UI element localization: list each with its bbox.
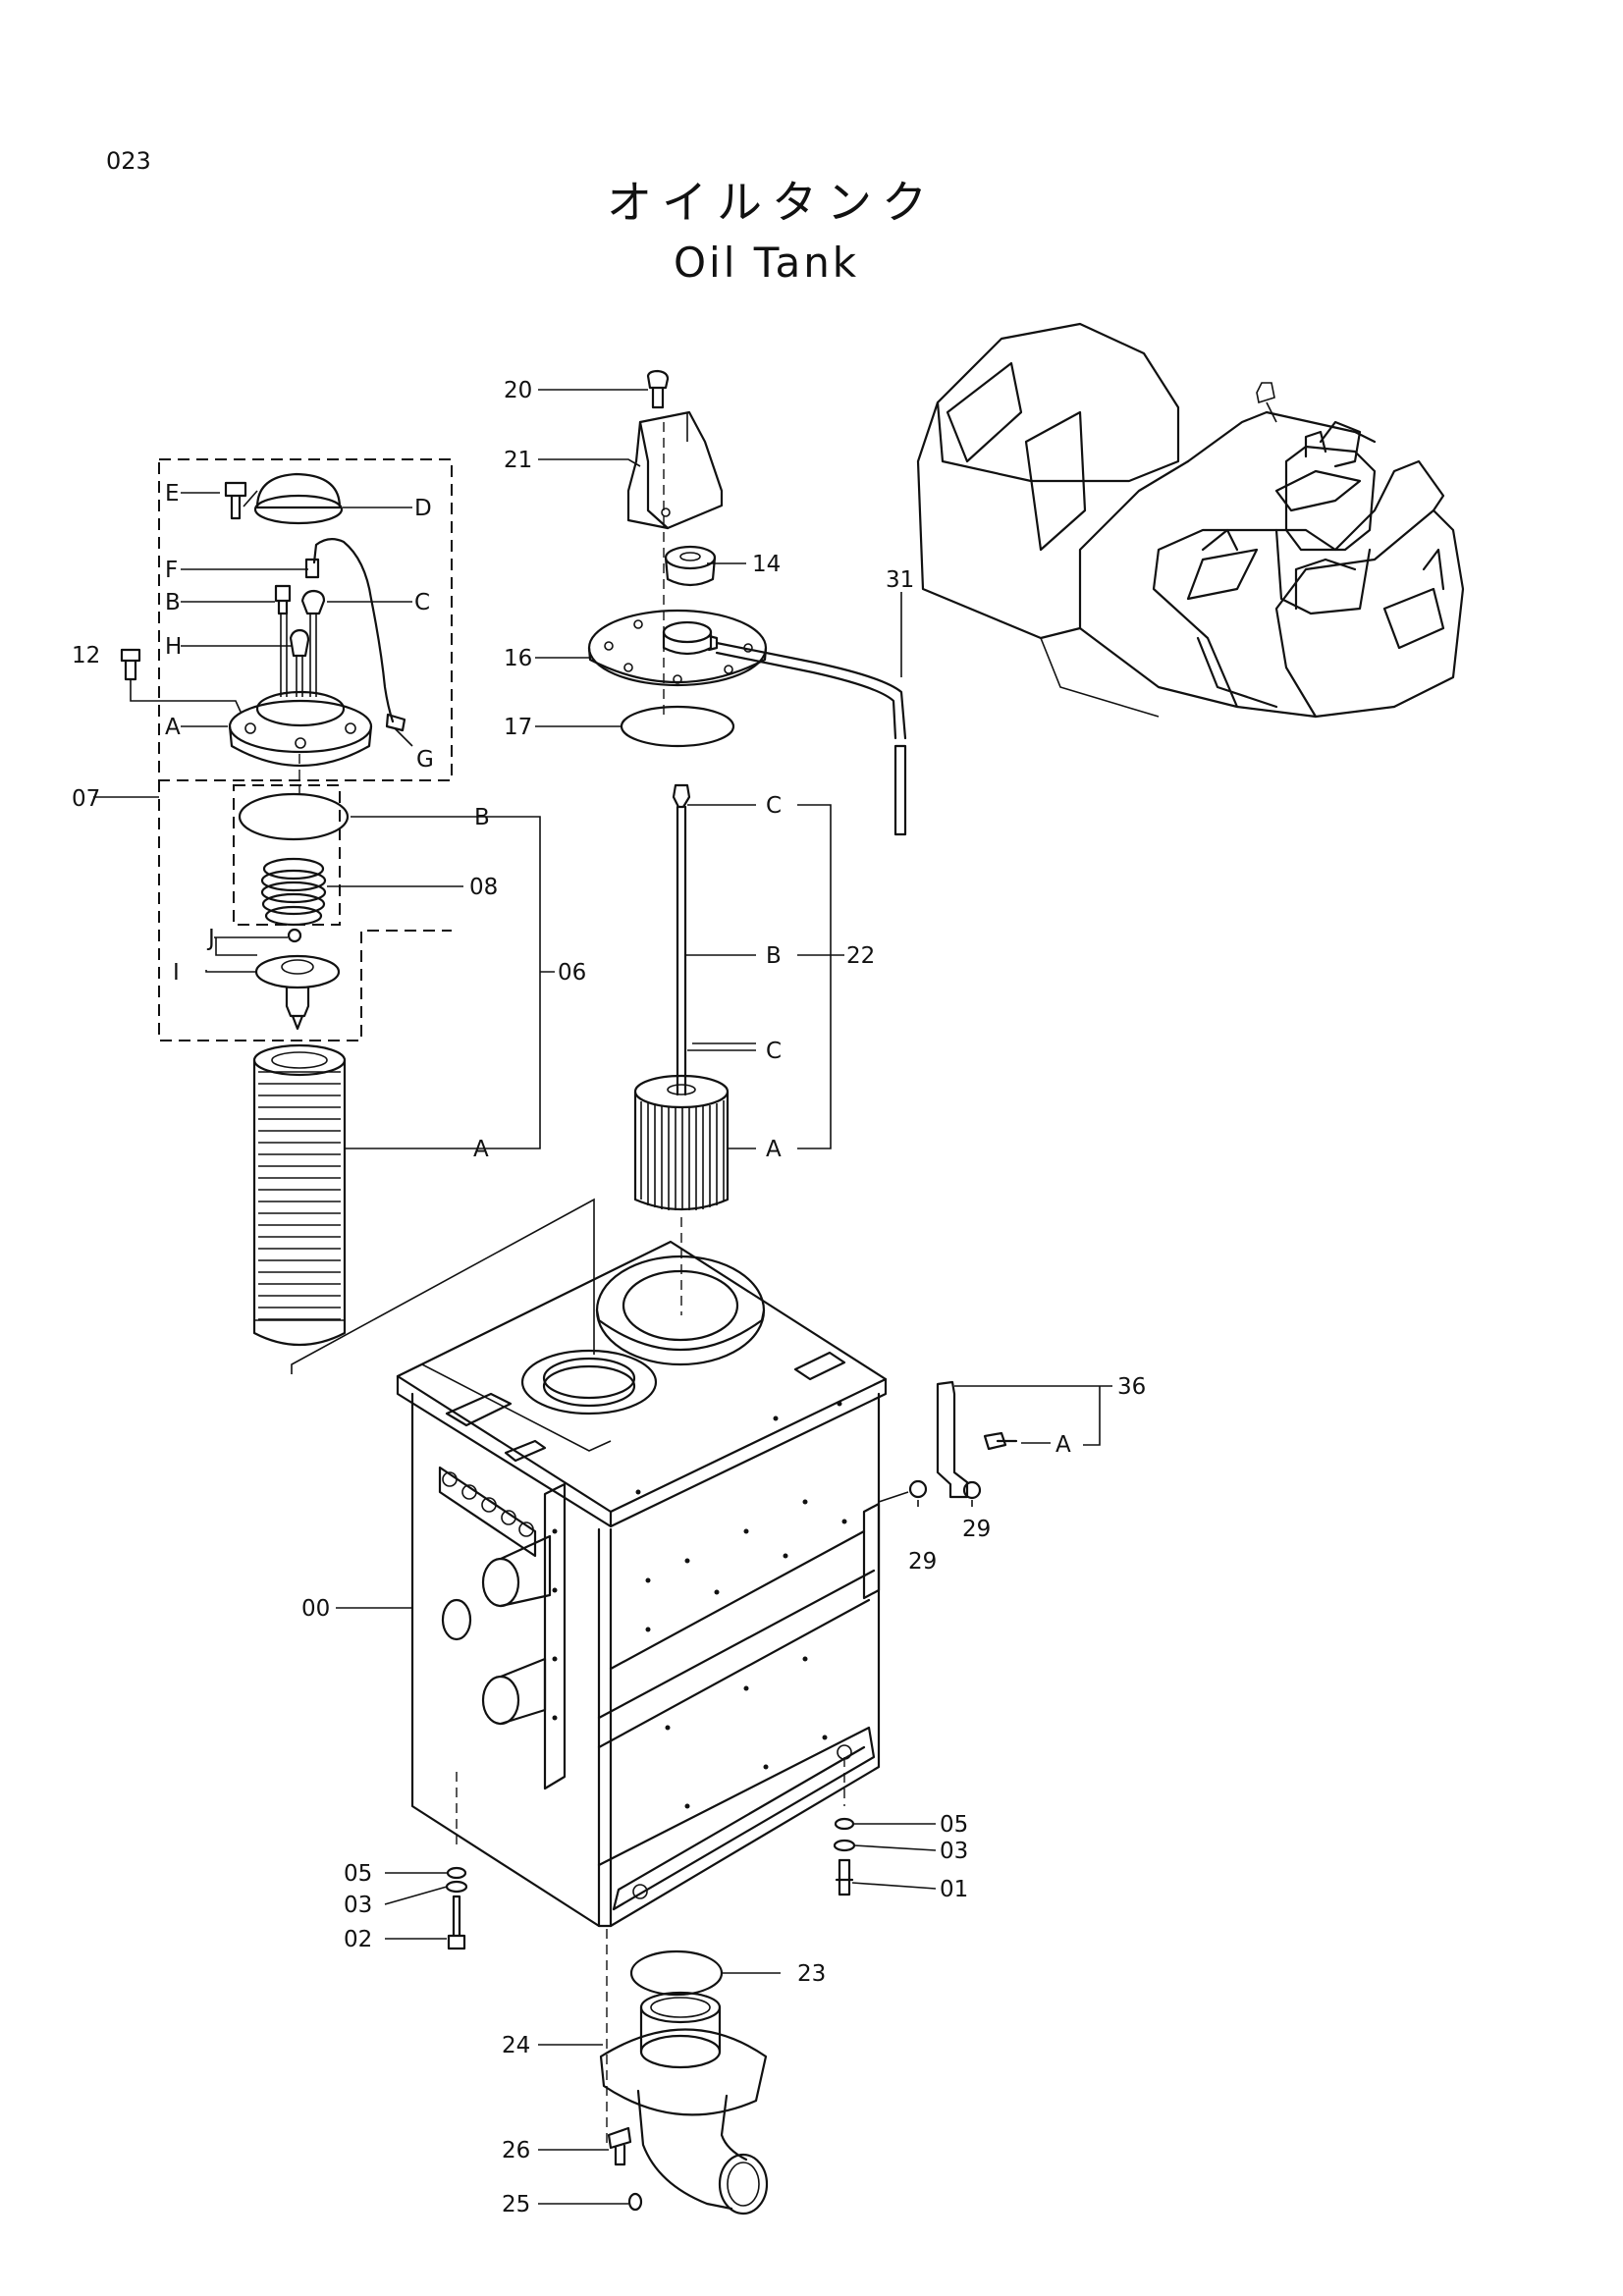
plug-14 [664,545,717,570]
strainer-element [633,1074,730,1211]
group-07-boundary [158,458,453,781]
callout-25: 25 [502,2192,530,2217]
callout-31: 31 [886,567,914,593]
bolt-26 [607,2126,632,2166]
letter-j: J [206,926,215,951]
page-number: 023 [106,147,151,175]
letter-a-filter: A [473,1137,489,1162]
callout-05-left: 05 [344,1861,372,1887]
callout-24: 24 [502,2033,530,2058]
bolt-e [224,481,247,520]
o-ring-23 [629,1949,724,1997]
letter-b-rod: B [766,943,782,969]
o-ring-b [238,792,350,841]
callout-08: 08 [469,875,498,900]
level-gauge-assembly [878,1380,1112,1507]
bolt-a [983,1431,1018,1451]
breather-hose [715,641,907,740]
hydraulic-oil-tank [396,1240,888,2145]
level-gauge [936,1380,969,1499]
callout-26: 26 [502,2138,530,2163]
o-ring-17 [620,705,735,748]
letter-a-strainer: A [766,1137,782,1162]
letter-c-strainer: C [766,1039,782,1064]
cover-plate [626,410,724,530]
callout-02: 02 [344,1927,372,1952]
callout-23: 23 [797,1961,826,1987]
bolt-12 [120,648,141,681]
tank-ports [438,1466,552,1726]
callout-07: 07 [72,786,100,812]
suction-strainer-assembly [535,369,907,1315]
callout-20: 20 [504,378,532,403]
return-filter-assembly [93,458,595,1374]
letter-g: G [416,747,434,773]
filter-element [252,1043,347,1347]
letter-a-cover: A [165,715,181,740]
plug-25 [627,2192,643,2212]
spring [260,857,327,927]
rod-fitting [672,783,691,809]
tank-weld-points [552,1401,847,1809]
title-english: Oil Tank [674,239,859,287]
callout-36: 36 [1117,1374,1146,1400]
letter-e: E [165,481,180,507]
callout-14: 14 [752,552,781,577]
letter-f: F [165,558,178,583]
callout-22: 22 [846,943,875,969]
sensor-wire [312,538,395,723]
letter-b-plug: B [165,590,181,615]
callout-01: 01 [940,1877,968,1902]
bolt-20 [646,369,670,409]
letter-b-oring: B [474,805,490,830]
letter-d: D [414,496,432,521]
callout-06: 06 [558,960,586,986]
ball-j [287,928,302,943]
letter-h: H [165,634,182,660]
suction-flange [599,2028,768,2116]
letter-a-gauge-bolt: A [1055,1432,1071,1458]
plug-b [274,584,292,615]
callout-labels: 20 21 14 31 16 17 22 12 07 08 06 00 36 2… [72,378,1146,2217]
callout-00: 00 [301,1596,330,1622]
letter-c-sensor: C [414,590,430,615]
callout-17: 17 [504,715,532,740]
suction-pipe-assembly [538,1949,781,2216]
title-japanese: オイルタンク [607,176,937,229]
group-07-lower-boundary [158,780,452,1041]
excavator-overview-illustration [916,322,1465,719]
callout-12: 12 [72,643,100,668]
callout-03-right: 03 [940,1839,968,1864]
callout-29-right: 29 [962,1517,991,1542]
filter-cap [255,472,342,509]
callout-16: 16 [504,646,532,671]
callout-05-right: 05 [940,1812,968,1838]
mounting-hardware [336,1607,937,1950]
callout-21: 21 [504,448,532,473]
strainer-rod [676,805,687,1096]
letter-labels: E D F B C H A G B J I A C B C A A [165,481,1071,1458]
letter-c-fitting: C [766,793,782,819]
letter-i: I [173,960,180,986]
callout-29-left: 29 [908,1549,937,1575]
callout-03-left: 03 [344,1893,372,1918]
